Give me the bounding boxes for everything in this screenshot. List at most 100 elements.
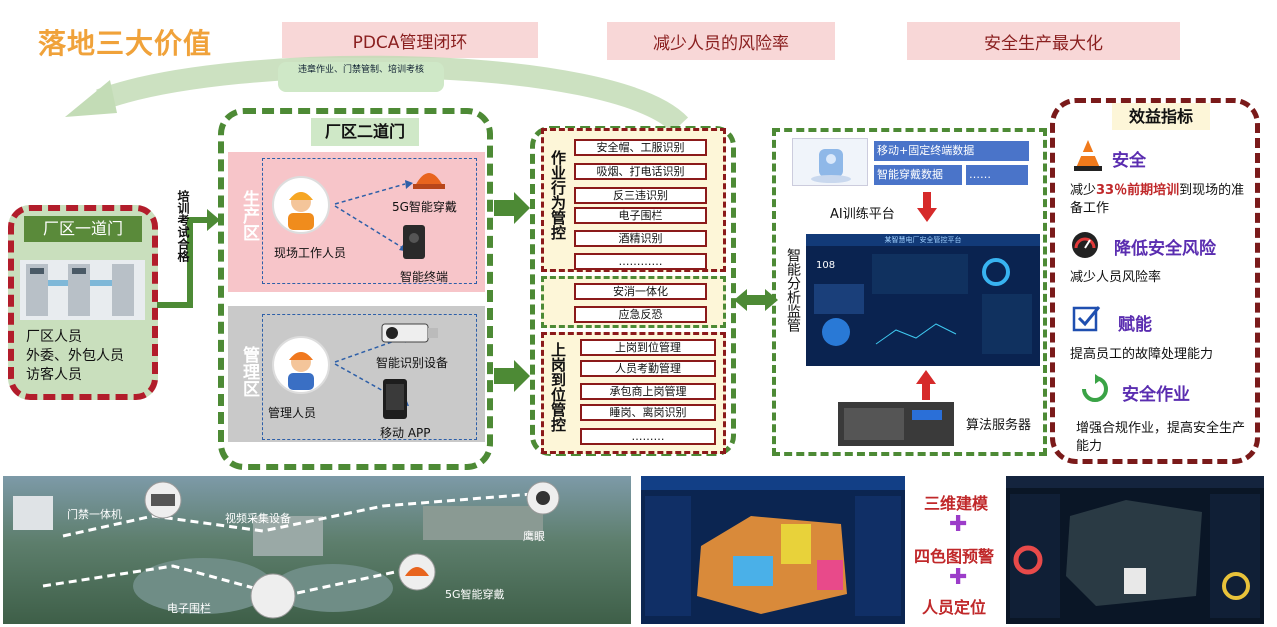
- traffic-cone-icon: [1074, 140, 1102, 171]
- gate2-to-control-arrows: [494, 192, 530, 392]
- gate1-line: 厂区人员: [26, 329, 82, 345]
- production-inner-frame: [262, 158, 477, 284]
- location-screen: [1006, 476, 1264, 618]
- smart-helmet-icon: [413, 173, 445, 189]
- gate1-line: 访客人员: [26, 367, 82, 383]
- map-label-wearable: 5G智能穿戴: [445, 588, 505, 601]
- manager-avatar: [272, 336, 330, 394]
- data-source-wearable: 智能穿戴数据: [874, 165, 962, 185]
- behavior-item: 吸烟、打电话识别: [574, 163, 707, 180]
- onduty-item: ………: [580, 428, 716, 445]
- banner-safety: 安全生产最大化: [907, 22, 1180, 60]
- 3d-model-dashboard: [641, 476, 905, 624]
- production-zone-title: 生产区: [239, 190, 259, 241]
- benefit-header: 效益指标: [1112, 103, 1210, 130]
- feature-3d-model: 三维建模: [924, 494, 989, 513]
- feature-four-color-alert: 四色图预警: [914, 547, 995, 566]
- training-label: 培训考试合格: [176, 190, 190, 262]
- device-recognition-label: 智能识别设备: [376, 356, 449, 370]
- behavior-item: 安全帽、工服识别: [574, 139, 707, 156]
- benefit-title-risk: 降低安全风险: [1114, 239, 1216, 259]
- benefit-text-risk: 减少人员风险率: [1070, 270, 1162, 285]
- gate1-line: 外委、外包人员: [26, 348, 124, 364]
- device-terminal-label: 智能终端: [400, 270, 449, 284]
- benefit-text-safety-pre: 减少: [1070, 183, 1097, 198]
- feature-personnel-location: 人员定位: [922, 598, 987, 617]
- monitor-dashboard: 某智慧电厂安全管控平台 108: [806, 234, 1040, 366]
- ai-training-label: AI训练平台: [830, 207, 895, 222]
- plant-map-illustration: [13, 481, 560, 619]
- management-inner-frame: [262, 314, 477, 440]
- worker-label: 现场工作人员: [273, 246, 346, 260]
- management-zone: [228, 306, 485, 442]
- turnstile-gate-icon: [20, 260, 145, 320]
- plus-icon: ✚: [949, 512, 968, 537]
- ai-analysis-container: [772, 128, 1047, 456]
- onduty-item: 睡岗、离岗识别: [580, 404, 716, 421]
- benefit-text-operation: 增强合规作业，提高安全生产能力: [1076, 421, 1246, 454]
- 3d-model-screen: [641, 476, 905, 616]
- dashboard-title: 某智慧电厂安全管控平台: [806, 234, 1040, 246]
- middle-item: 安消一体化: [574, 283, 707, 300]
- gate2-label: 厂区二道门: [311, 118, 419, 146]
- server-label: 算法服务器: [966, 418, 1032, 433]
- location-dashboard: [1006, 476, 1264, 624]
- behavior-item: …………: [574, 253, 707, 270]
- onduty-item: 人员考勤管理: [580, 360, 716, 377]
- banner-pdca: PDCA管理闭环: [282, 22, 538, 58]
- gauge-icon: [1072, 232, 1098, 258]
- dashboard-panels: [814, 254, 1032, 354]
- map-label-eagle-eye: 鹰眼: [523, 530, 545, 543]
- map-label-fence: 电子围栏: [167, 602, 211, 615]
- checkbox-icon: [1072, 306, 1101, 332]
- worker-avatar: [272, 176, 330, 234]
- data-source-more: ……: [966, 165, 1028, 185]
- behavior-item: 电子围栏: [574, 207, 707, 224]
- plus-icon: ✚: [949, 565, 968, 590]
- page-title: 落地三大价值: [38, 27, 213, 60]
- down-arrow-icon: [917, 192, 937, 222]
- manager-label: 管理人员: [268, 406, 317, 420]
- data-device-image: [792, 138, 868, 186]
- refresh-icon: [1082, 374, 1108, 402]
- management-zone-title: 管理区: [239, 346, 259, 397]
- camera-device-icon: [381, 323, 438, 343]
- map-label-camera: 视频采集设备: [225, 512, 291, 525]
- ai-device-icon: [811, 149, 851, 183]
- benefit-title-operation: 安全作业: [1122, 385, 1190, 405]
- gate2-container: [218, 108, 493, 470]
- training-arrow: [157, 209, 220, 308]
- gate1-people-list: 厂区人员 外委、外包人员 访客人员: [26, 328, 124, 385]
- device-wearable-label: 5G智能穿戴: [392, 200, 457, 214]
- smart-terminal-icon: [403, 225, 425, 259]
- benefit-container: [1050, 98, 1260, 464]
- benefit-text-empower: 提高员工的故障处理能力: [1070, 347, 1214, 362]
- onduty-item: 上岗到位管理: [580, 339, 716, 356]
- plant-map-image: 门禁一体机 视频采集设备 鹰眼 电子围栏 5G智能穿戴: [3, 476, 631, 624]
- onduty-control-label: 上岗到位管控: [549, 342, 567, 432]
- up-arrow-icon: [916, 370, 936, 400]
- server-icon: [838, 402, 954, 446]
- map-label-gate: 门禁一体机: [67, 508, 122, 521]
- prod-connection-arrows: [334, 180, 413, 252]
- onduty-item: 承包商上岗管理: [580, 383, 716, 400]
- loop-label: 违章作业、门禁管制、培训考核: [278, 62, 444, 92]
- behavior-control-label: 作业行为管控: [549, 150, 567, 240]
- gate1-label: 厂区一道门: [24, 216, 142, 242]
- data-source-mobile: 移动+固定终端数据: [874, 141, 1029, 161]
- benefit-title-safety: 安全: [1112, 151, 1146, 171]
- benefit-text-safety: 减少33％前期培训到现场的准备工作: [1070, 182, 1250, 218]
- behavior-item: 酒精识别: [574, 230, 707, 247]
- behavior-item: 反三违识别: [574, 187, 707, 204]
- device-app-label: 移动 APP: [380, 426, 431, 440]
- bidirectional-arrow: [734, 289, 778, 311]
- benefit-title-empower: 赋能: [1118, 315, 1152, 335]
- benefit-text-safety-post: 到现场的准备工作: [1070, 183, 1245, 216]
- production-zone: [228, 152, 485, 292]
- banner-risk: 减少人员的风险率: [607, 22, 835, 60]
- mobile-phone-icon: [383, 379, 407, 419]
- helmet-worker-icon: [288, 192, 314, 230]
- analysis-label: 智能分析监管: [785, 248, 801, 332]
- helmet-manager-icon: [288, 352, 314, 390]
- middle-item: 应急反恐: [574, 306, 707, 323]
